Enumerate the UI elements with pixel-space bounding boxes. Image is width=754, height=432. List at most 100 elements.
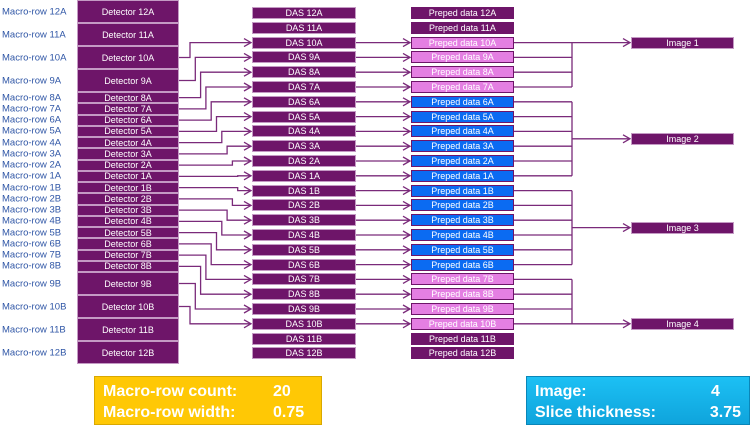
- detector-box: Detector 2A: [77, 159, 179, 171]
- arrowhead-icon: [622, 319, 632, 329]
- macro-row-label: Macro-row 12A: [2, 6, 67, 17]
- slice-thickness-value: 3.75: [709, 404, 741, 421]
- macro-row-label: Macro-row 9A: [2, 75, 62, 86]
- arrowhead-icon: [402, 200, 412, 210]
- preped-data-box: Preped data 9A: [411, 51, 514, 64]
- arrowhead-icon: [243, 38, 253, 48]
- detector-box: Detector 8B: [77, 260, 179, 272]
- das-box: DAS 9B: [252, 303, 356, 315]
- detector-box: Detector 6B: [77, 238, 179, 250]
- detector-box: Detector 4B: [77, 215, 179, 227]
- reconstruction-info-box: Image:4 Slice thickness:3.75: [526, 376, 750, 425]
- arrowhead-icon: [402, 126, 412, 136]
- detector-box: Detector 12A: [77, 0, 179, 23]
- arrowhead-icon: [243, 186, 253, 196]
- detector-box: Detector 5A: [77, 125, 179, 137]
- das-box: DAS 10B: [252, 317, 356, 330]
- preped-data-box: Preped data 10B: [411, 317, 514, 330]
- preped-data-box: Preped data 12A: [411, 7, 514, 19]
- macro-row-label: Macro-row 2B: [2, 193, 62, 205]
- preped-data-box: Preped data 10A: [411, 36, 514, 49]
- das-box: DAS 2B: [252, 199, 356, 212]
- detector-box: Detector 1B: [77, 182, 179, 194]
- preped-data-box: Preped data 6B: [411, 258, 514, 271]
- arrowhead-icon: [402, 38, 412, 48]
- image-box: Image 3: [631, 221, 734, 234]
- macro-row-label: Macro-row 12B: [2, 347, 67, 358]
- detector-box: Detector 2B: [77, 193, 179, 205]
- das-box: DAS 9A: [252, 51, 356, 64]
- preped-data-box: Preped data 1B: [411, 184, 514, 197]
- macro-row-label: Macro-row 4A: [2, 137, 62, 149]
- preped-data-box: Preped data 2B: [411, 199, 514, 212]
- das-box: DAS 8B: [252, 288, 356, 301]
- detector-to-das-arrow: [179, 231, 251, 251]
- macro-row-label: Macro-row 10B: [2, 301, 67, 312]
- arrowhead-icon: [622, 134, 632, 144]
- das-box: DAS 1B: [252, 184, 356, 197]
- image-box: Image 1: [631, 36, 734, 49]
- arrowhead-icon: [402, 141, 412, 151]
- arrowhead-icon: [243, 82, 253, 92]
- preped-data-box: Preped data 7B: [411, 273, 514, 286]
- detector-box: Detector 10B: [77, 295, 179, 318]
- arrowhead-icon: [402, 319, 412, 329]
- das-box: DAS 6A: [252, 95, 356, 108]
- preped-data-box: Preped data 12B: [411, 347, 514, 360]
- macro-row-label: Macro-row 4B: [2, 215, 62, 227]
- detector-to-das-arrow: [179, 86, 251, 110]
- das-box: DAS 6B: [252, 258, 356, 271]
- preped-data-box: Preped data 3A: [411, 140, 514, 153]
- arrowhead-icon: [243, 97, 253, 107]
- macro-row-label: Macro-row 11A: [2, 29, 66, 40]
- preped-data-box: Preped data 11B: [411, 332, 514, 345]
- macro-row-label: Macro-row 8A: [2, 92, 62, 104]
- image-box: Image 4: [631, 317, 734, 330]
- detector-box: Detector 3B: [77, 204, 179, 216]
- macro-row-label: Macro-row 7A: [2, 103, 62, 115]
- image-count-value: 4: [711, 383, 720, 400]
- preped-data-box: Preped data 5B: [411, 243, 514, 256]
- detector-box: Detector 6A: [77, 114, 179, 126]
- preped-data-box: Preped data 4A: [411, 125, 514, 138]
- arrowhead-icon: [402, 289, 412, 299]
- detector-box: Detector 10A: [77, 46, 179, 69]
- das-box: DAS 12B: [252, 347, 356, 360]
- arrowhead-icon: [243, 245, 253, 255]
- detector-box: Detector 9B: [77, 272, 179, 295]
- preped-data-box: Preped data 1A: [411, 169, 514, 182]
- preped-data-box: Preped data 2A: [411, 155, 514, 167]
- arrowhead-icon: [402, 112, 412, 122]
- das-box: DAS 2A: [252, 155, 356, 167]
- das-box: DAS 1A: [252, 169, 356, 182]
- detector-to-das-arrow: [179, 101, 251, 121]
- arrowhead-icon: [402, 245, 412, 255]
- arrowhead-icon: [243, 304, 253, 314]
- macro-row-label: Macro-row 3B: [2, 204, 62, 216]
- detector-to-das-arrow: [179, 145, 251, 155]
- preped-data-box: Preped data 8A: [411, 66, 514, 79]
- macro-row-label: Macro-row 8B: [2, 260, 62, 272]
- preped-data-box: Preped data 5A: [411, 110, 514, 123]
- detector-to-das-arrow: [179, 305, 251, 325]
- detector-to-das-arrow: [179, 56, 251, 82]
- detector-box: Detector 8A: [77, 92, 179, 104]
- arrowhead-icon: [402, 52, 412, 62]
- detector-box: Detector 11B: [77, 318, 179, 341]
- preped-data-box: Preped data 9B: [411, 303, 514, 315]
- macro-row-label: Macro-row 6A: [2, 114, 62, 126]
- macro-row-count-value: 20: [273, 383, 291, 400]
- detector-box: Detector 11A: [77, 23, 179, 46]
- image-box: Image 2: [631, 132, 734, 145]
- arrowhead-icon: [243, 230, 253, 240]
- detector-to-das-arrow: [179, 282, 251, 310]
- arrowhead-icon: [402, 215, 412, 225]
- das-box: DAS 4A: [252, 125, 356, 138]
- das-box: DAS 7A: [252, 81, 356, 93]
- preped-data-box: Preped data 3B: [411, 214, 514, 227]
- detector-to-das-arrow: [179, 130, 251, 144]
- arrowhead-icon: [402, 230, 412, 240]
- macro-row-label: Macro-row 3A: [2, 148, 62, 160]
- detector-to-das-arrow: [179, 198, 251, 207]
- arrowhead-icon: [243, 319, 253, 329]
